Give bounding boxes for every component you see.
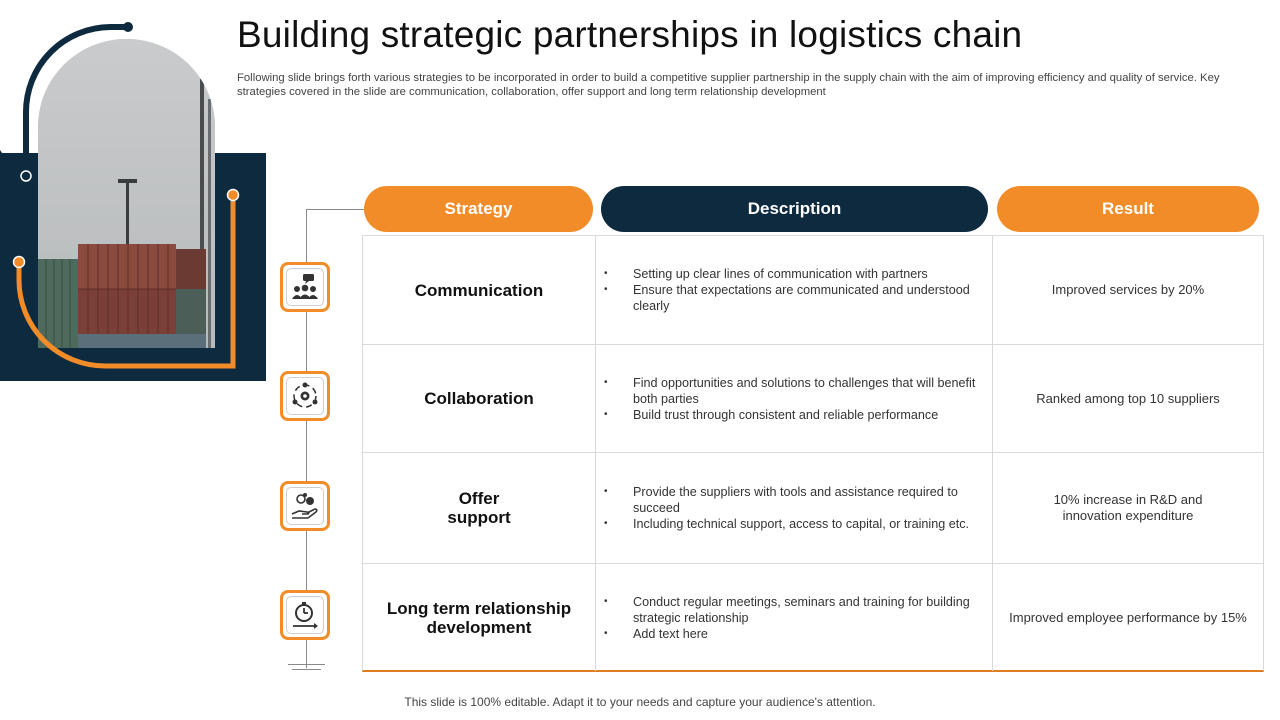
communication-icon xyxy=(292,274,318,299)
description-bullet: Setting up clear lines of communication … xyxy=(604,266,992,282)
description-cell: Provide the suppliers with tools and ass… xyxy=(596,453,993,563)
description-bullet: Add text here xyxy=(604,626,992,642)
connector-ground-line-short xyxy=(292,669,321,670)
container-yard-photo xyxy=(38,39,215,348)
description-bullet: Ensure that expectations are communicate… xyxy=(604,282,992,314)
result-cell: Ranked among top 10 suppliers xyxy=(1036,390,1220,406)
table-row: Long term relationship development Condu… xyxy=(363,564,1263,671)
table-row: Collaboration Find opportunities and sol… xyxy=(363,345,1263,453)
collaboration-icon xyxy=(292,382,318,408)
description-bullet: Including technical support, access to c… xyxy=(604,516,992,532)
result-cell: Improved employee performance by 15% xyxy=(1009,609,1247,625)
collaboration-icon-box xyxy=(280,371,330,421)
description-bullet: Build trust through consistent and relia… xyxy=(604,407,992,423)
decor-arcs xyxy=(12,22,240,369)
description-bullet: Provide the suppliers with tools and ass… xyxy=(604,484,992,516)
page-subtitle: Following slide brings forth various str… xyxy=(237,72,1220,98)
connector-ground-line xyxy=(288,664,325,665)
description-cell: Find opportunities and solutions to chal… xyxy=(596,345,993,452)
description-cell: Conduct regular meetings, seminars and t… xyxy=(596,564,993,671)
footer-note: This slide is 100% editable. Adapt it to… xyxy=(404,695,876,709)
strategy-cell: Communication xyxy=(363,236,596,344)
timer-icon-box xyxy=(280,590,330,640)
support-icon-box xyxy=(280,481,330,531)
support-icon xyxy=(291,493,318,519)
result-cell: 10% increase in R&D and innovation expen… xyxy=(1053,492,1203,523)
description-bullet: Conduct regular meetings, seminars and t… xyxy=(604,594,992,626)
strategy-cell: Offer support xyxy=(363,453,596,563)
header-result: Result xyxy=(997,186,1259,232)
timer-icon xyxy=(293,602,318,629)
strategy-table: Communication Setting up clear lines of … xyxy=(362,235,1264,672)
connector-horizontal-line xyxy=(306,209,364,210)
header-description: Description xyxy=(601,186,988,232)
connector-vertical-line xyxy=(306,209,307,668)
communication-icon-box xyxy=(280,262,330,312)
result-cell: Improved services by 20% xyxy=(1051,282,1205,297)
header-strategy: Strategy xyxy=(364,186,593,232)
strategy-cell: Long term relationship development xyxy=(363,564,596,671)
description-cell: Setting up clear lines of communication … xyxy=(596,236,993,344)
page-title: Building strategic partnerships in logis… xyxy=(237,14,1023,55)
strategy-cell: Collaboration xyxy=(363,345,596,452)
table-row: Communication Setting up clear lines of … xyxy=(363,236,1263,345)
table-row: Offer support Provide the suppliers with… xyxy=(363,453,1263,564)
description-bullet: Find opportunities and solutions to chal… xyxy=(604,375,992,407)
